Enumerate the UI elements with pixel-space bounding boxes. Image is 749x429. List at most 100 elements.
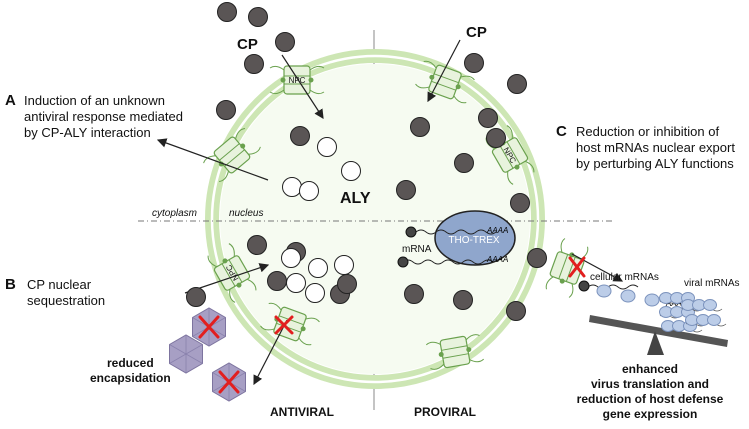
panel-a-text: Induction of an unknown antiviral respon…: [24, 93, 183, 141]
arrow-cp-import: [281, 54, 324, 120]
mrna-cap-3: [578, 280, 590, 292]
arrow-cp-import-right: [427, 39, 461, 103]
aly-particle: [286, 273, 306, 293]
cp-particle: [244, 54, 264, 74]
block-x-npc-proviral: [568, 256, 586, 278]
cytoplasm-label: cytoplasm: [152, 208, 198, 219]
cellular-mrnas-label: cellular mRNAs: [590, 272, 659, 283]
aaaa-label-1: AAAA: [486, 226, 508, 235]
cp-particle: [217, 2, 237, 22]
aaaa-label-2: AAAA: [486, 255, 508, 264]
mrna-label: mRNA: [402, 244, 432, 255]
tho-trex-complex: THO-TREX: [434, 210, 516, 266]
virion-blocked: [192, 307, 226, 347]
mrna-strand-1: [415, 229, 497, 235]
cp-particle: [507, 74, 527, 94]
cp-particle: [267, 271, 287, 291]
antiviral-label: ANTIVIRAL: [270, 405, 334, 419]
aly-particle: [341, 161, 361, 181]
panel-c-line-2: host mRNAs nuclear export: [576, 140, 735, 155]
viral-mrna: [659, 292, 701, 305]
cp-particle: [527, 248, 547, 268]
aly-particle: [282, 177, 302, 197]
panel-c-line-3: by perturbing ALY functions: [576, 156, 734, 171]
cp-particle: [506, 301, 526, 321]
npc: NPC: [485, 125, 535, 185]
viral-mrna-stack: [659, 292, 727, 333]
translation-line-3: reduction of host defense: [576, 392, 724, 406]
panel-c-text: Reduction or inhibition of host mRNAs nu…: [576, 124, 735, 172]
translation-outcome-text: enhanced virus translation and reduction…: [565, 362, 735, 422]
mrna-strands: [402, 229, 639, 290]
npc: [425, 334, 485, 370]
cellular-ribosomes: [596, 284, 660, 307]
cp-particle: [454, 153, 474, 173]
aly-particle: [281, 248, 301, 268]
encapsidation-line-2: encapsidation: [90, 371, 171, 385]
panel-b-line-1: CP nuclear: [27, 277, 92, 292]
cp-particle: [216, 100, 236, 120]
panel-b-text: CP nuclear sequestration: [27, 277, 105, 309]
viral-mrna: [681, 299, 723, 312]
encapsidation-text: reduced encapsidation: [90, 356, 171, 386]
panel-a-line-1: Induction of an unknown: [24, 93, 165, 108]
arrow-antiviral-response: [156, 138, 269, 181]
cp-particle: [186, 287, 206, 307]
arrow-encapsidation: [253, 319, 288, 386]
mrna-cap-2: [397, 256, 409, 268]
npc-label: NPC: [289, 76, 306, 85]
cp-particle: [404, 284, 424, 304]
arrow-mrna-export: [571, 253, 624, 282]
cp-particle: [247, 235, 267, 255]
cp-particle: [478, 108, 498, 128]
tho-trex-label: THO-TREX: [448, 235, 499, 246]
proviral-label: PROVIRAL: [414, 405, 477, 419]
encapsidation-line-1: reduced: [107, 356, 154, 370]
panel-b-letter: B: [5, 276, 16, 293]
cp-particle: [290, 126, 310, 146]
cp-label-right: CP: [466, 24, 487, 41]
nucleus-label: nucleus: [229, 208, 264, 219]
cp-particle: [410, 117, 430, 137]
cp-particle: [453, 290, 473, 310]
aly-particle: [299, 181, 319, 201]
translation-line-4: gene expression: [602, 407, 698, 421]
aly-particle: [334, 255, 354, 275]
block-x-npc-antiviral: [274, 315, 294, 335]
aly-label: ALY: [340, 190, 371, 207]
npc: [415, 60, 475, 104]
cp-particle: [464, 53, 484, 73]
cp-particle: [510, 193, 530, 213]
cp-particle: [337, 274, 357, 294]
cp-particle: [248, 7, 268, 27]
mrna-cap-1: [405, 226, 417, 238]
panel-a-letter: A: [5, 92, 16, 109]
panel-b-line-2: sequestration: [27, 293, 106, 308]
cp-label-left: CP: [237, 36, 258, 53]
aly-particle: [305, 283, 325, 303]
cp-particle: [396, 180, 416, 200]
cp-particle: [486, 128, 506, 148]
aly-particle: [308, 258, 328, 278]
virions: [169, 307, 246, 402]
virion: [169, 334, 203, 374]
panel-c-line-1: Reduction or inhibition of: [576, 124, 720, 139]
block-marks: [274, 256, 586, 335]
particles: [186, 2, 547, 321]
virion-blocked: [212, 362, 246, 402]
mrna-strand-3: [587, 284, 639, 290]
translation-line-2: virus translation and: [590, 377, 710, 391]
npc: [545, 238, 589, 298]
mrna-strand-2: [402, 259, 494, 265]
viral-mrnas-label: viral mRNAs: [684, 278, 740, 289]
npc: NPC: [207, 243, 257, 303]
panel-c-letter: C: [556, 123, 567, 140]
aly-particle: [317, 137, 337, 157]
viral-mrna: [685, 314, 727, 327]
panel-a-line-2: antiviral response mediated: [24, 109, 183, 124]
cp-particle: [275, 32, 295, 52]
balance-seesaw: [589, 315, 728, 355]
translation-line-1: enhanced: [621, 362, 678, 376]
panel-a-line-3: by CP-ALY interaction: [24, 125, 151, 140]
